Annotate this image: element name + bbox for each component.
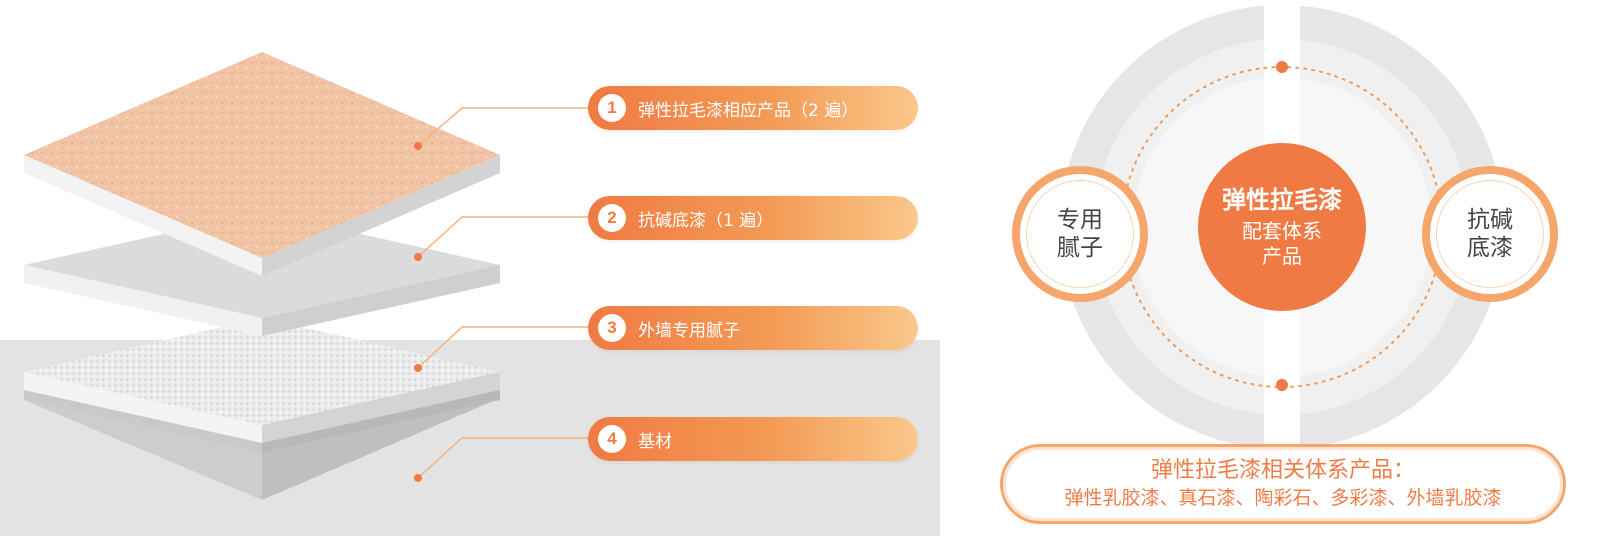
leader-dot-2 [414,253,422,261]
layer-stack-panel: 1 弹性拉毛漆相应产品（2 遍） 2 抗碱底漆（1 遍） 3 外墙专用腻子 4 … [0,52,940,536]
orbit-dot-top [1276,61,1288,73]
leader-line-3 [417,326,590,369]
system-diagram-panel: 弹性拉毛漆 配套体系 产品 专用 腻子 抗碱 底漆 [1010,0,1601,536]
left-circle-inner: 专用 腻子 [1020,174,1140,294]
right-circle-inner: 抗碱 底漆 [1430,174,1550,294]
layer-label-4: 4 基材 [588,417,918,461]
orbit-dot-bottom [1276,379,1288,391]
layer-3-slab [24,318,500,443]
leader-dots [414,142,422,482]
related-products-box: 弹性拉毛漆相关体系产品： 弹性乳胶漆、真石漆、陶彩石、多彩漆、外墙乳胶漆 [1000,444,1566,524]
related-products-list: 弹性乳胶漆、真石漆、陶彩石、多彩漆、外墙乳胶漆 [1064,487,1502,509]
layer-text-1: 弹性拉毛漆相应产品（2 遍） [638,100,859,121]
center-title: 弹性拉毛漆 [1222,186,1342,214]
layer-number-4: 4 [598,425,626,453]
leader-dot-4 [414,474,422,482]
layer-1-slab [24,52,500,276]
layer-label-3: 3 外墙专用腻子 [588,306,918,350]
layer-label-1: 1 弹性拉毛漆相应产品（2 遍） [588,86,918,130]
layers-illustration [24,52,590,500]
layer-label-2: 2 抗碱底漆（1 遍） [588,196,918,240]
center-circle: 弹性拉毛漆 配套体系 产品 [1198,143,1366,311]
right-circle-text: 抗碱 底漆 [1467,207,1513,261]
layer-text-3: 外墙专用腻子 [638,320,740,341]
left-circle-text: 专用 腻子 [1057,207,1103,261]
layer-number-3: 3 [598,314,626,342]
layer-text-4: 基材 [638,431,672,452]
left-circle-dash: 专用 腻子 [1026,180,1134,288]
leader-line-4 [417,437,590,479]
left-circle: 专用 腻子 [1012,166,1148,302]
leader-line-1 [417,107,590,147]
leader-dot-3 [414,364,422,372]
layer-number-2: 2 [598,204,626,232]
leader-lines [417,107,590,479]
layer-number-1: 1 [598,94,626,122]
center-subtitle: 配套体系 产品 [1242,219,1322,268]
layer-text-2: 抗碱底漆（1 遍） [638,210,774,231]
right-circle: 抗碱 底漆 [1422,166,1558,302]
leader-line-2 [417,216,590,258]
related-products-title: 弹性拉毛漆相关体系产品： [1150,458,1415,483]
right-circle-dash: 抗碱 底漆 [1436,180,1544,288]
leader-dot-1 [414,142,422,150]
